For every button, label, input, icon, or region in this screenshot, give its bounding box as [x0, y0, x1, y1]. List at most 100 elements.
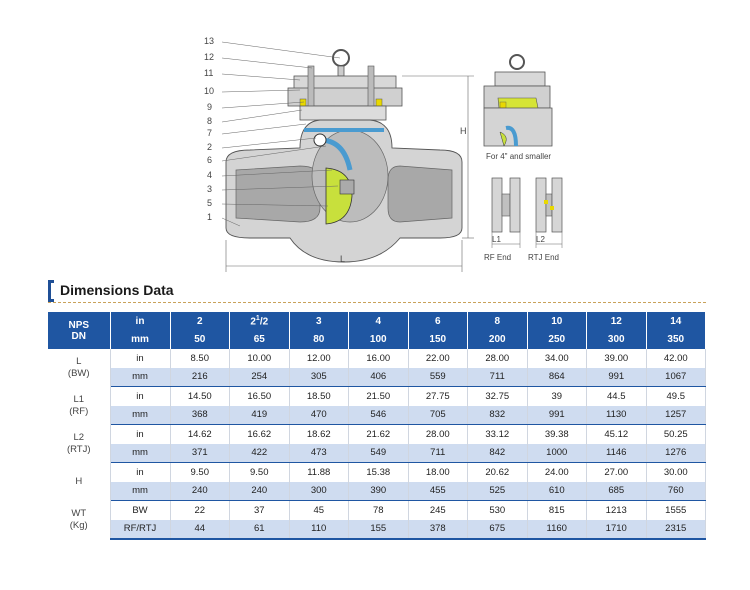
value-cell: 9.50	[170, 462, 230, 482]
rf-dim-label: L1	[492, 235, 501, 244]
dn-cell: 65	[229, 330, 290, 349]
value-cell: 1146	[586, 443, 647, 463]
callout-4: 4	[207, 170, 212, 180]
dn-cell: 150	[408, 330, 468, 349]
param-label: L2(RTJ)	[48, 424, 111, 463]
param-note: (BW)	[67, 367, 90, 379]
unit-cell: BW	[110, 500, 171, 520]
value-cell: 991	[527, 405, 587, 425]
value-cell: 300	[289, 481, 349, 501]
nps-dn-header: NPS DN	[48, 312, 111, 349]
value-cell: 15.38	[348, 462, 409, 482]
value-cell: 37	[229, 500, 290, 520]
value-cell: 254	[229, 367, 290, 387]
value-cell: 240	[170, 481, 230, 501]
value-cell: 705	[408, 405, 468, 425]
value-cell: 530	[467, 500, 528, 520]
value-cell: 371	[170, 443, 230, 463]
value-cell: 240	[229, 481, 290, 501]
value-cell: 455	[408, 481, 468, 501]
value-cell: 685	[586, 481, 647, 501]
value-cell: 28.00	[408, 424, 468, 444]
param-label: L1(RF)	[48, 386, 111, 425]
value-cell: 45	[289, 500, 349, 520]
value-cell: 406	[348, 367, 409, 387]
nps-cell: 12	[586, 312, 647, 331]
value-cell: 1213	[586, 500, 647, 520]
value-cell: 419	[229, 405, 290, 425]
value-cell: 864	[527, 367, 587, 387]
rtj-end-caption: RTJ End	[528, 253, 559, 262]
value-cell: 49.5	[646, 386, 706, 406]
value-cell: 11.88	[289, 462, 349, 482]
value-cell: 991	[586, 367, 647, 387]
value-cell: 305	[289, 367, 349, 387]
value-cell: 50.25	[646, 424, 706, 444]
dn-cell: 50	[170, 330, 230, 349]
unit-cell: mm	[110, 481, 171, 501]
param-name: L1	[73, 393, 85, 405]
value-cell: 34.00	[527, 349, 587, 368]
rtj-end-view: L2 RTJ End	[528, 177, 563, 262]
unit-cell: RF/RTJ	[110, 519, 171, 540]
dimensions-table: NPS DN in 2 21/2 3 4 6 8 10 12 14 mm 50 …	[48, 312, 706, 540]
param-name: L2	[73, 431, 85, 443]
param-name: L	[76, 355, 82, 367]
value-cell: 44	[170, 519, 230, 540]
value-cell: 45.12	[586, 424, 647, 444]
nps-cell: 3	[289, 312, 349, 331]
title-divider	[48, 302, 706, 303]
value-cell: 18.00	[408, 462, 468, 482]
value-cell: 1130	[586, 405, 647, 425]
value-cell: 711	[408, 443, 468, 463]
value-cell: 549	[348, 443, 409, 463]
value-cell: 39.00	[586, 349, 647, 368]
value-cell: 16.62	[229, 424, 290, 444]
unit-cell: in	[110, 424, 171, 444]
dn-cell: 200	[467, 330, 528, 349]
callout-7: 7	[207, 128, 212, 138]
value-cell: 368	[170, 405, 230, 425]
value-cell: 1160	[527, 519, 587, 540]
value-cell: 27.00	[586, 462, 647, 482]
param-label: H	[48, 462, 111, 501]
callout-6: 6	[207, 155, 212, 165]
param-label: L(BW)	[48, 349, 111, 387]
value-cell: 1555	[646, 500, 706, 520]
value-cell: 2315	[646, 519, 706, 540]
rf-end-caption: RF End	[484, 253, 511, 262]
nps-cell: 14	[646, 312, 706, 331]
value-cell: 422	[229, 443, 290, 463]
callout-8: 8	[207, 116, 212, 126]
param-label: WT(Kg)	[48, 500, 111, 539]
callout-2: 2	[207, 142, 212, 152]
dn-unit-label: mm	[110, 330, 171, 349]
value-cell: 525	[467, 481, 528, 501]
value-cell: 378	[408, 519, 468, 540]
unit-cell: mm	[110, 405, 171, 425]
callout-3: 3	[207, 184, 212, 194]
value-cell: 14.50	[170, 386, 230, 406]
nps-cell: 6	[408, 312, 468, 331]
value-cell: 155	[348, 519, 409, 540]
dn-label: DN	[71, 330, 86, 342]
value-cell: 1257	[646, 405, 706, 425]
value-cell: 10.00	[229, 349, 290, 368]
height-label: H	[460, 126, 467, 136]
callout-12: 12	[204, 52, 214, 62]
value-cell: 110	[289, 519, 349, 540]
callout-5: 5	[207, 198, 212, 208]
nps-cell: 21/2	[229, 312, 290, 331]
value-cell: 1000	[527, 443, 587, 463]
value-cell: 245	[408, 500, 468, 520]
value-cell: 559	[408, 367, 468, 387]
unit-cell: in	[110, 462, 171, 482]
section-title: Dimensions Data	[60, 282, 174, 298]
callout-13: 13	[204, 36, 214, 46]
value-cell: 1710	[586, 519, 647, 540]
value-cell: 546	[348, 405, 409, 425]
